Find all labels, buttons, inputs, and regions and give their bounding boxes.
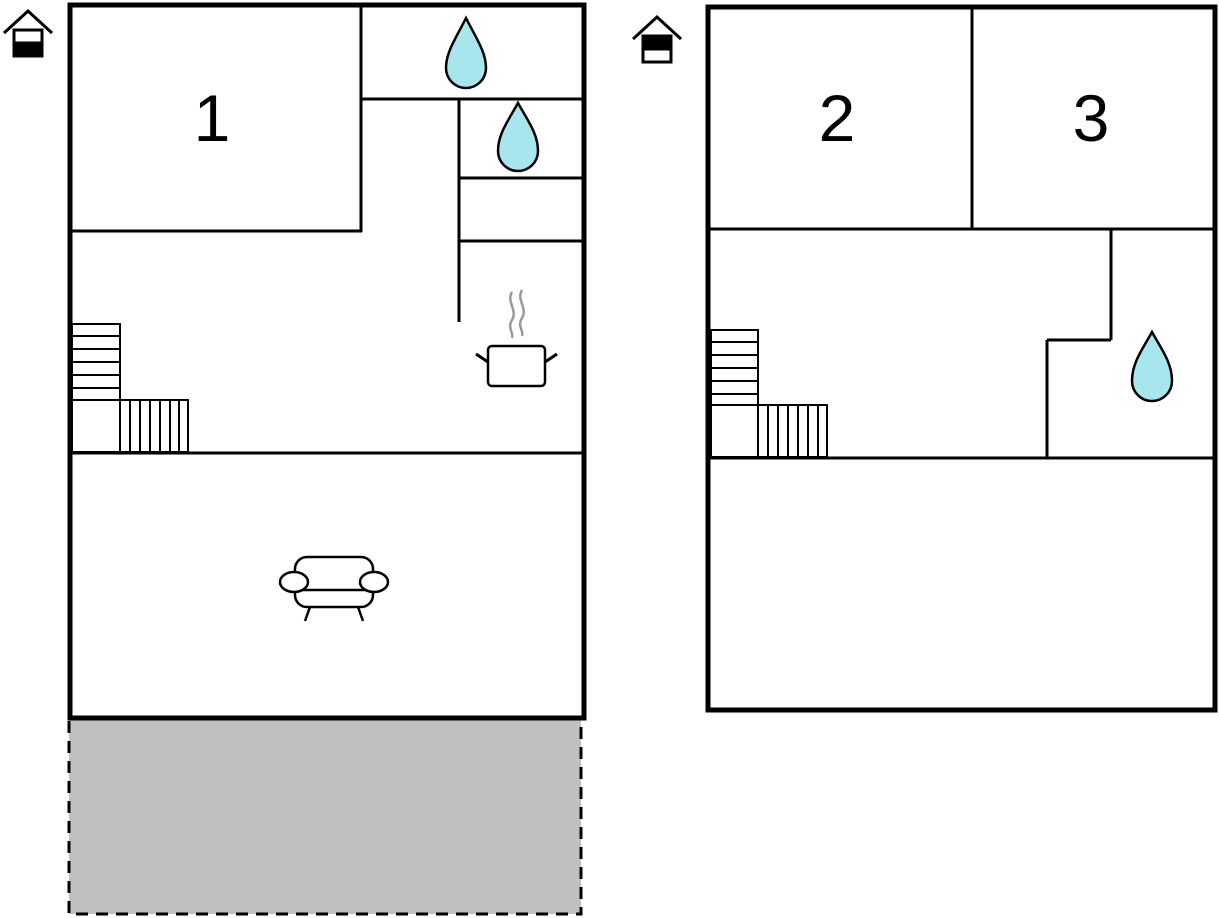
room-number-2: 2 <box>819 81 856 155</box>
room-number-3: 3 <box>1073 81 1110 155</box>
upper-floor-outline <box>705 4 1218 713</box>
terrace <box>67 717 583 916</box>
water-drop-icon <box>1130 329 1174 403</box>
ground-floor-outline <box>67 2 587 721</box>
house-ground-floor-icon <box>2 8 54 58</box>
house-upper-floor-icon <box>631 14 683 64</box>
cooking-pot-icon <box>475 289 558 388</box>
upper-floor: 2 3 <box>631 4 1218 713</box>
armchair-icon <box>278 555 390 622</box>
water-drop-icon <box>444 15 488 90</box>
room-number-1: 1 <box>194 81 231 155</box>
stairs-icon <box>710 329 828 458</box>
water-drop-icon <box>496 100 540 173</box>
stairs-icon <box>71 323 189 453</box>
ground-floor: 1 <box>2 2 587 916</box>
